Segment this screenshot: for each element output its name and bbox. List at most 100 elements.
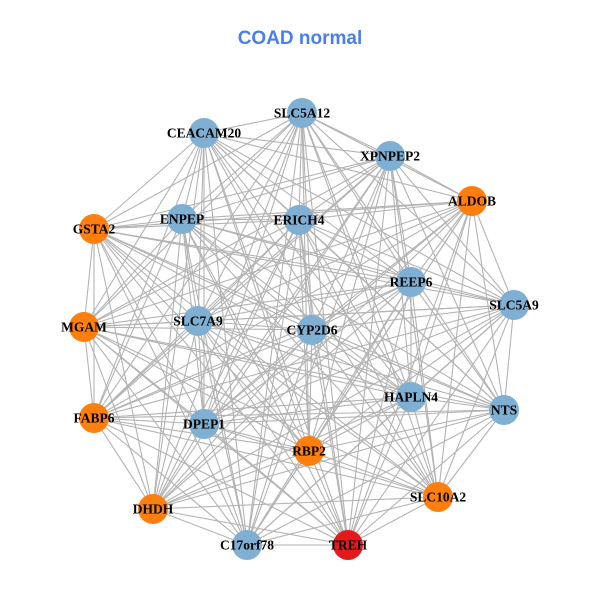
- edge-SLC10A2-C17orf78: [246, 496, 439, 546]
- node-ERICH4[interactable]: ERICH4: [273, 205, 325, 235]
- edge-ALDOB-NTS: [471, 200, 505, 411]
- edge-XPNPEP2-SLC7A9: [197, 155, 391, 322]
- node-label: MGAM: [61, 320, 107, 335]
- edge-MGAM-SLC10A2: [83, 326, 439, 498]
- edge-REEP6-SLC10A2: [410, 281, 439, 498]
- edge-FABP6-DHDH: [93, 417, 154, 510]
- node-label: RBP2: [292, 444, 326, 459]
- node-circle[interactable]: [167, 204, 197, 234]
- edge-XPNPEP2-MGAM: [83, 155, 391, 328]
- edge-ENPEP-REEP6: [181, 218, 412, 283]
- edge-GSTA2-REEP6: [93, 228, 412, 283]
- node-ENPEP[interactable]: ENPEP: [160, 204, 204, 234]
- node-CEACAM20[interactable]: CEACAM20: [167, 118, 241, 148]
- node-label: REEP6: [390, 275, 433, 290]
- node-TREH[interactable]: TREH: [329, 530, 368, 560]
- edge-NTS-RBP2: [308, 409, 505, 452]
- node-ALDOB[interactable]: ALDOB: [448, 186, 496, 216]
- node-circle[interactable]: [189, 118, 219, 148]
- edge-HAPLN4-FABP6: [93, 396, 412, 419]
- node-circle[interactable]: [79, 403, 109, 433]
- edge-DPEP1-TREH: [203, 423, 349, 546]
- node-RBP2[interactable]: RBP2: [292, 436, 326, 466]
- edge-SLC5A12-DHDH: [152, 112, 303, 510]
- edge-HAPLN4-NTS: [410, 396, 505, 411]
- edge-CYP2D6-FABP6: [93, 329, 313, 419]
- node-circle[interactable]: [189, 409, 219, 439]
- node-SLC5A12[interactable]: SLC5A12: [274, 98, 331, 128]
- node-SLC10A2[interactable]: SLC10A2: [410, 482, 467, 512]
- edge-ERICH4-DPEP1: [203, 219, 300, 425]
- edge-MGAM-NTS: [83, 326, 505, 411]
- edge-SLC5A12-DPEP1: [203, 112, 303, 425]
- node-circle[interactable]: [297, 315, 327, 345]
- node-circle[interactable]: [457, 186, 487, 216]
- node-GSTA2[interactable]: GSTA2: [73, 214, 116, 244]
- node-circle[interactable]: [375, 141, 405, 171]
- node-circle[interactable]: [232, 530, 262, 560]
- node-circle[interactable]: [287, 98, 317, 128]
- node-circle[interactable]: [423, 482, 453, 512]
- edge-SLC5A12-FABP6: [93, 112, 303, 419]
- edge-REEP6-SLC7A9: [197, 281, 412, 322]
- node-HAPLN4[interactable]: HAPLN4: [384, 382, 438, 412]
- node-SLC7A9[interactable]: SLC7A9: [173, 306, 223, 336]
- node-circle[interactable]: [489, 395, 519, 425]
- edge-CYP2D6-C17orf78: [246, 329, 313, 546]
- edge-SLC5A12-GSTA2: [93, 112, 303, 230]
- node-circle[interactable]: [396, 267, 426, 297]
- node-XPNPEP2[interactable]: XPNPEP2: [360, 141, 420, 171]
- edge-MGAM-HAPLN4: [83, 326, 412, 398]
- edge-RBP2-TREH: [308, 450, 349, 546]
- node-label: TREH: [329, 538, 368, 553]
- node-REEP6[interactable]: REEP6: [390, 267, 433, 297]
- node-circle[interactable]: [284, 205, 314, 235]
- node-FABP6[interactable]: FABP6: [74, 403, 115, 433]
- edge-NTS-FABP6: [93, 409, 505, 419]
- edge-ENPEP-ERICH4: [181, 218, 300, 221]
- edge-XPNPEP2-CYP2D6: [311, 155, 391, 331]
- edge-SLC7A9-HAPLN4: [197, 320, 412, 398]
- node-label: DHDH: [133, 502, 174, 517]
- node-circle[interactable]: [294, 436, 324, 466]
- edge-REEP6-DHDH: [152, 281, 412, 510]
- edge-SLC7A9-C17orf78: [197, 320, 248, 546]
- edge-CYP2D6-DPEP1: [203, 329, 313, 425]
- edge-XPNPEP2-ERICH4: [298, 155, 391, 221]
- node-CYP2D6[interactable]: CYP2D6: [287, 315, 338, 345]
- node-label: ENPEP: [160, 212, 204, 227]
- edge-SLC5A9-NTS: [503, 304, 515, 411]
- node-label: C17orf78: [220, 538, 274, 553]
- node-label: SLC5A9: [489, 298, 539, 313]
- edge-CEACAM20-XPNPEP2: [203, 132, 391, 157]
- edge-CEACAM20-REEP6: [203, 132, 412, 283]
- node-circle[interactable]: [499, 290, 529, 320]
- node-DHDH[interactable]: DHDH: [133, 494, 174, 524]
- edge-FABP6-C17orf78: [93, 417, 248, 546]
- node-circle[interactable]: [396, 382, 426, 412]
- edge-SLC5A9-SLC10A2: [437, 304, 515, 498]
- node-label: CYP2D6: [287, 323, 338, 338]
- node-circle[interactable]: [69, 312, 99, 342]
- node-DPEP1[interactable]: DPEP1: [183, 409, 225, 439]
- edge-ALDOB-FABP6: [93, 200, 473, 419]
- edge-CEACAM20-SLC5A9: [203, 132, 515, 306]
- node-circle[interactable]: [138, 494, 168, 524]
- edge-XPNPEP2-DPEP1: [203, 155, 391, 425]
- edge-NTS-DHDH: [152, 409, 505, 510]
- node-MGAM[interactable]: MGAM: [61, 312, 107, 342]
- node-circle[interactable]: [333, 530, 363, 560]
- edge-ALDOB-DPEP1: [203, 200, 473, 425]
- node-C17orf78[interactable]: C17orf78: [220, 530, 274, 560]
- node-label: FABP6: [74, 411, 115, 426]
- node-SLC5A9[interactable]: SLC5A9: [489, 290, 539, 320]
- node-circle[interactable]: [183, 306, 213, 336]
- edge-NTS-SLC10A2: [437, 409, 505, 498]
- edge-DPEP1-SLC10A2: [203, 423, 439, 498]
- node-NTS[interactable]: NTS: [489, 395, 519, 425]
- edge-CYP2D6-TREH: [311, 329, 349, 546]
- edge-MGAM-FABP6: [83, 326, 95, 419]
- edge-CYP2D6-SLC10A2: [311, 329, 439, 498]
- node-circle[interactable]: [79, 214, 109, 244]
